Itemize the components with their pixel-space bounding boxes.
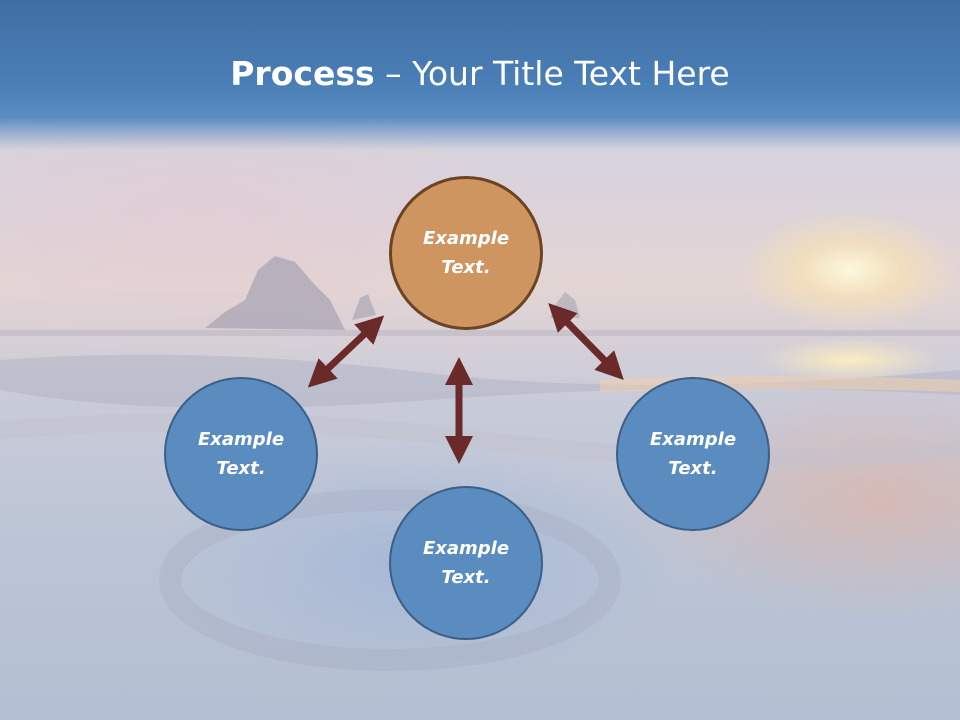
node-right-line2: Text.: [668, 458, 718, 479]
double-arrow-top-left: [307, 315, 385, 388]
node-left-line1: Example: [197, 429, 285, 450]
node-bottom-line1: Example: [422, 538, 510, 559]
slide-title: Process – Your Title Text Here: [0, 52, 960, 96]
node-top-line1: Example: [422, 228, 510, 249]
needle-rock-silhouette: [352, 294, 376, 320]
title-text-part: Your Title Text Here: [412, 54, 730, 93]
title-bold-part: Process: [230, 54, 375, 93]
node-top-line2: Text.: [441, 257, 491, 278]
title-banner: [0, 0, 960, 150]
node-left-line2: Text.: [216, 458, 266, 479]
title-separator: –: [374, 54, 413, 93]
node-right-line1: Example: [649, 429, 737, 450]
haystack-rock-silhouette: [205, 256, 345, 330]
node-bottom-line2: Text.: [441, 567, 491, 588]
double-arrow-top-right: [548, 303, 624, 380]
